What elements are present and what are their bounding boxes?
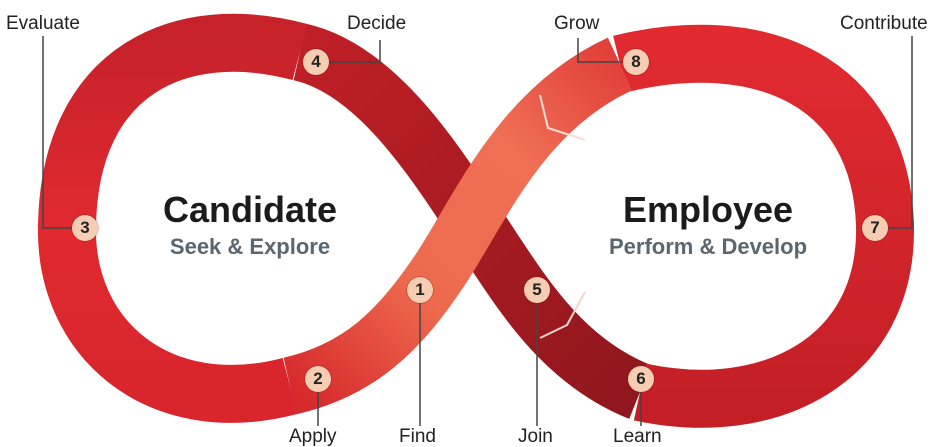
front-strand xyxy=(282,37,633,415)
candidate-title: Candidate xyxy=(162,189,338,230)
step-badge-8: 8 xyxy=(623,49,649,75)
step-label-evaluate: Evaluate xyxy=(6,13,80,34)
leader-decide xyxy=(329,40,381,63)
employee-subtitle: Perform & Develop xyxy=(608,234,808,259)
leader-evaluate xyxy=(42,36,72,229)
step-badge-6: 6 xyxy=(628,366,654,392)
leader-lines xyxy=(42,36,913,426)
step-label-join: Join xyxy=(518,426,553,447)
step-label-apply: Apply xyxy=(289,426,337,447)
step-badge-4: 4 xyxy=(303,49,329,75)
step-badge-7: 7 xyxy=(862,215,888,241)
leader-grow xyxy=(577,38,622,63)
employee-title: Employee xyxy=(622,189,794,230)
step-badge-2: 2 xyxy=(305,366,331,392)
leader-contribute xyxy=(888,36,913,229)
step-badge-1: 1 xyxy=(407,277,433,303)
divider-join xyxy=(539,291,586,339)
step-badge-3: 3 xyxy=(72,215,98,241)
candidate-subtitle: Seek & Explore xyxy=(169,234,331,259)
step-label-grow: Grow xyxy=(554,13,600,34)
step-badge-5: 5 xyxy=(524,277,550,303)
divider-grow xyxy=(539,94,586,141)
left-lobe xyxy=(37,13,308,423)
step-label-find: Find xyxy=(399,426,436,447)
step-label-learn: Learn xyxy=(613,426,662,447)
step-label-contribute: Contribute xyxy=(840,13,928,34)
step-label-decide: Decide xyxy=(347,13,407,34)
